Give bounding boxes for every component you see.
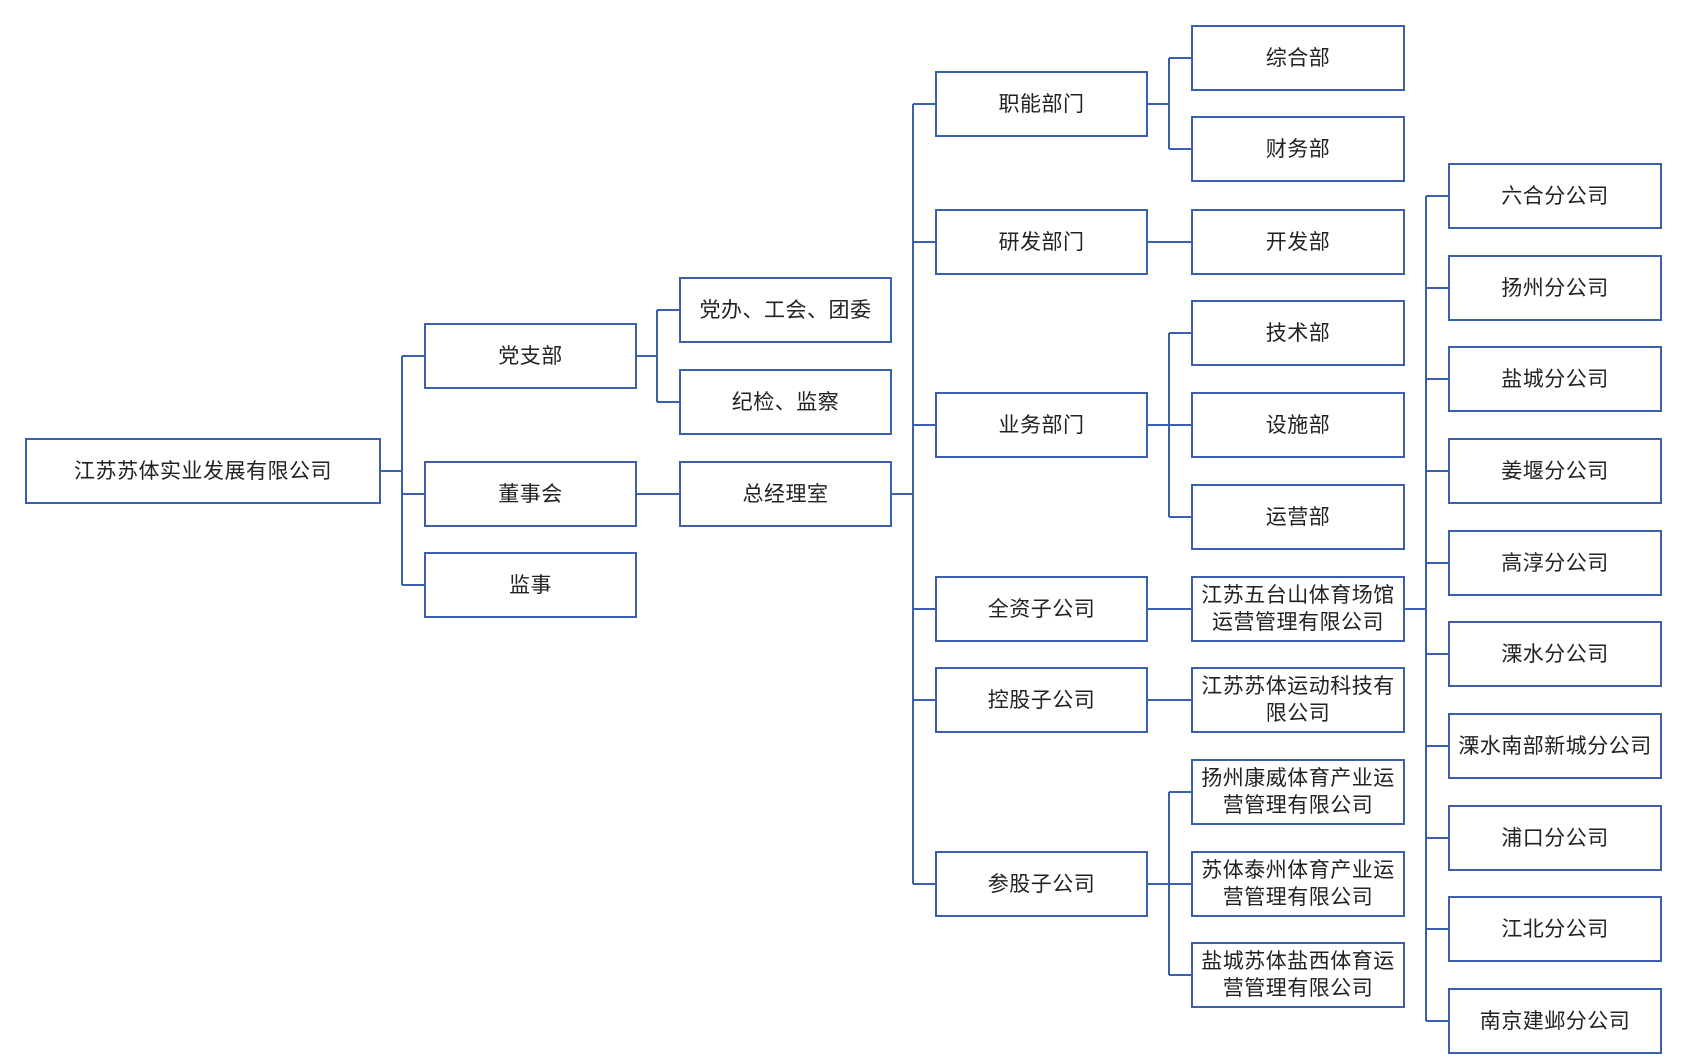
node-branch: 姜堰分公司 [1448, 438, 1662, 504]
node-supervisor: 监事 [424, 552, 637, 618]
node-wholly-owned-subsidiaries: 全资子公司 [935, 576, 1148, 642]
node-rnd-division: 研发部门 [935, 209, 1148, 275]
node-label: 职能部门 [998, 91, 1085, 116]
node-label: 党办、工会、团委 [699, 297, 872, 322]
node-label: 党支部 [498, 343, 563, 368]
node-label: 溧水分公司 [1501, 641, 1609, 666]
node-finance-dept: 财务部 [1191, 116, 1405, 182]
node-label: 扬州分公司 [1501, 275, 1609, 300]
node-branch: 溧水南部新城分公司 [1448, 713, 1662, 779]
node-label: 溧水南部新城分公司 [1458, 733, 1652, 758]
node-taizhou-subsidiary: 苏体泰州体育产业运营管理有限公司 [1191, 851, 1405, 917]
node-label: 苏体泰州体育产业运营管理有限公司 [1201, 858, 1395, 909]
node-label: 盐城分公司 [1501, 366, 1609, 391]
node-label: 江苏苏体实业发展有限公司 [74, 458, 332, 483]
node-label: 监事 [509, 572, 552, 597]
node-label: 姜堰分公司 [1501, 458, 1609, 483]
node-branch: 南京建邺分公司 [1448, 988, 1662, 1054]
node-discipline: 纪检、监察 [679, 369, 892, 435]
node-label: 研发部门 [998, 229, 1085, 254]
node-technical-dept: 技术部 [1191, 300, 1405, 366]
node-party-branch: 党支部 [424, 323, 637, 389]
node-participating-subsidiaries: 参股子公司 [935, 851, 1148, 917]
node-operations-dept: 运营部 [1191, 484, 1405, 550]
node-label: 综合部 [1265, 45, 1331, 70]
node-general-dept: 综合部 [1191, 25, 1405, 91]
node-branch: 溧水分公司 [1448, 621, 1662, 687]
node-yangzhou-kangwei-subsidiary: 扬州康威体育产业运营管理有限公司 [1191, 759, 1405, 825]
node-label: 董事会 [498, 481, 563, 506]
node-label: 江苏苏体运动科技有限公司 [1201, 674, 1395, 725]
node-development-dept: 开发部 [1191, 209, 1405, 275]
node-functional-division: 职能部门 [935, 71, 1148, 137]
node-label: 江苏五台山体育场馆运营管理有限公司 [1201, 583, 1395, 634]
node-facilities-dept: 设施部 [1191, 392, 1405, 458]
node-branch: 浦口分公司 [1448, 805, 1662, 871]
node-gm-office: 总经理室 [679, 461, 892, 527]
node-label: 浦口分公司 [1501, 825, 1609, 850]
node-label: 财务部 [1265, 136, 1331, 161]
node-branch: 六合分公司 [1448, 163, 1662, 229]
node-branch: 高淳分公司 [1448, 530, 1662, 596]
node-label: 南京建邺分公司 [1479, 1008, 1631, 1033]
node-business-division: 业务部门 [935, 392, 1148, 458]
node-label: 开发部 [1265, 229, 1331, 254]
node-label: 全资子公司 [987, 596, 1096, 621]
node-board: 董事会 [424, 461, 637, 527]
node-label: 设施部 [1265, 412, 1331, 437]
node-label: 总经理室 [742, 481, 829, 506]
node-branch: 扬州分公司 [1448, 255, 1662, 321]
node-label: 江北分公司 [1501, 916, 1609, 941]
node-branch: 盐城分公司 [1448, 346, 1662, 412]
node-label: 技术部 [1265, 320, 1331, 345]
node-party-office: 党办、工会、团委 [679, 277, 892, 343]
node-label: 六合分公司 [1501, 183, 1609, 208]
node-sports-tech-subsidiary: 江苏苏体运动科技有限公司 [1191, 667, 1405, 733]
node-label: 运营部 [1265, 504, 1331, 529]
node-label: 参股子公司 [987, 871, 1096, 896]
node-root-company: 江苏苏体实业发展有限公司 [25, 438, 381, 504]
node-label: 业务部门 [998, 412, 1085, 437]
node-label: 控股子公司 [987, 687, 1096, 712]
node-label: 纪检、监察 [731, 389, 840, 414]
node-label: 高淳分公司 [1501, 550, 1609, 575]
node-branch: 江北分公司 [1448, 896, 1662, 962]
node-label: 盐城苏体盐西体育运营管理有限公司 [1201, 949, 1395, 1000]
node-yancheng-yanxi-subsidiary: 盐城苏体盐西体育运营管理有限公司 [1191, 942, 1405, 1008]
node-label: 扬州康威体育产业运营管理有限公司 [1201, 766, 1395, 817]
node-wutaishan-subsidiary: 江苏五台山体育场馆运营管理有限公司 [1191, 576, 1405, 642]
node-holding-subsidiaries: 控股子公司 [935, 667, 1148, 733]
